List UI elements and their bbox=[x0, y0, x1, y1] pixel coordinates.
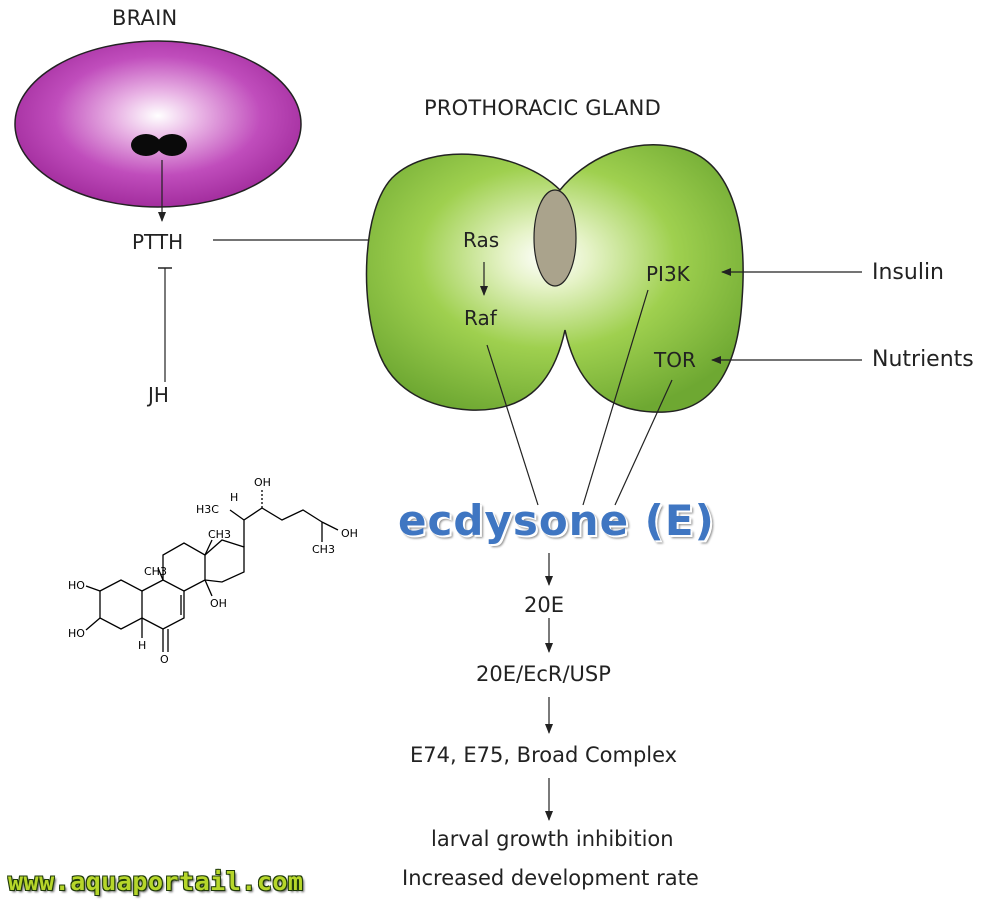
mol-oh-mid: OH bbox=[210, 597, 227, 610]
mol-ho-lower: HO bbox=[68, 627, 85, 640]
mol-ch3-right: CH3 bbox=[312, 543, 335, 556]
raf-label: Raf bbox=[464, 306, 497, 330]
mol-h-top: H bbox=[230, 491, 239, 504]
pathway-effect-growth: larval growth inhibition bbox=[431, 827, 674, 851]
raf-to-ecdysone-line bbox=[486, 344, 539, 506]
ptth-label: PTTH bbox=[132, 230, 184, 254]
pi3k-to-ecdysone-line bbox=[582, 289, 649, 506]
mol-ch3-a: CH3 bbox=[144, 565, 167, 578]
brain-title: BRAIN bbox=[112, 6, 178, 30]
pi3k-label: PI3K bbox=[646, 262, 690, 286]
mol-h-bottom: H bbox=[138, 639, 147, 652]
ecdysone-label: ecdysone (E) bbox=[398, 496, 715, 545]
jh-label: JH bbox=[148, 383, 169, 407]
pathway-step-genes: E74, E75, Broad Complex bbox=[410, 743, 678, 767]
gland-center-lobe bbox=[533, 189, 577, 287]
mol-oh-top: OH bbox=[254, 476, 271, 489]
mol-ketone-o: O bbox=[160, 653, 169, 666]
pathway-step-20e: 20E bbox=[524, 593, 564, 617]
insulin-label: Insulin bbox=[872, 260, 945, 285]
pathway-effect-development: Increased development rate bbox=[402, 866, 699, 890]
brain-shape bbox=[14, 40, 302, 208]
watermark: www.aquaportail.com bbox=[8, 867, 304, 896]
mol-ho-upper: HO bbox=[68, 579, 85, 592]
tor-to-ecdysone-line bbox=[614, 379, 673, 506]
pathway-step-receptor-complex: 20E/EcR/USP bbox=[476, 662, 611, 686]
ecdysone-molecule-structure bbox=[85, 490, 339, 652]
gland-title: PROTHORACIC GLAND bbox=[424, 96, 661, 120]
mol-ch3-b: CH3 bbox=[208, 528, 231, 541]
nutrients-label: Nutrients bbox=[872, 347, 974, 372]
brain-nucleus-right bbox=[157, 134, 187, 156]
ras-label: Ras bbox=[463, 228, 500, 252]
brain-nucleus-left bbox=[131, 134, 161, 156]
mol-oh-right: OH bbox=[341, 527, 358, 540]
tor-label: TOR bbox=[654, 348, 696, 372]
mol-h3c: H3C bbox=[196, 503, 219, 516]
